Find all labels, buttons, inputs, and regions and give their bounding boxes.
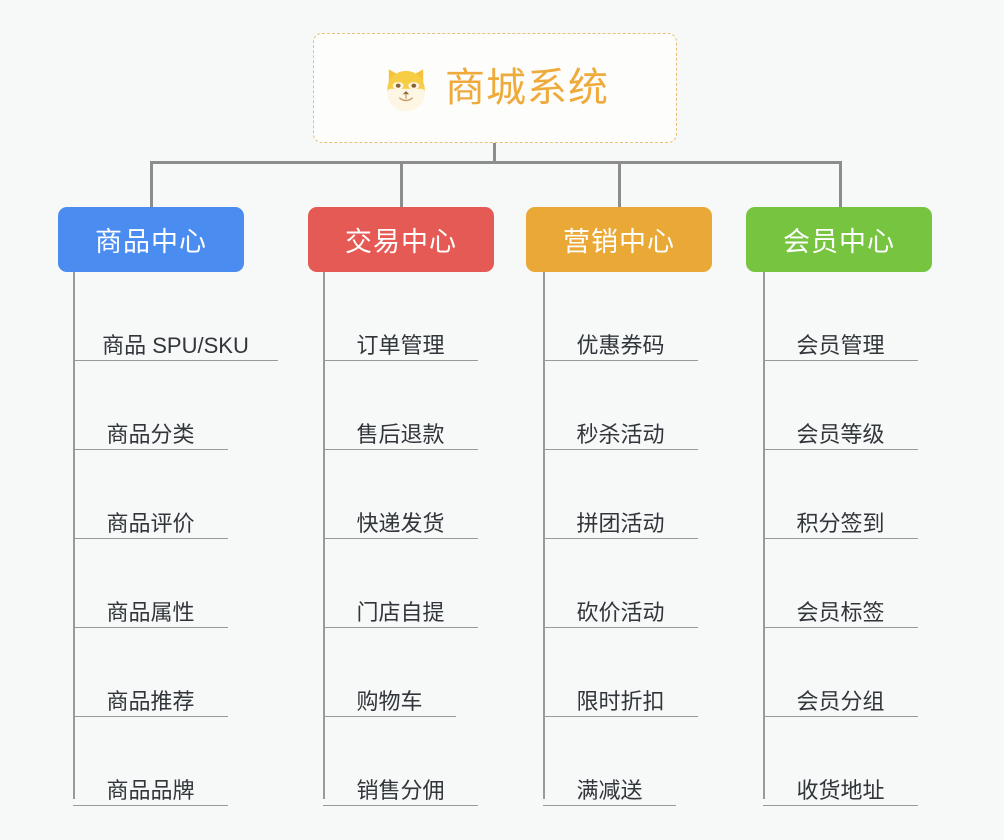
leaf-item-label: 满减送 [576, 777, 643, 803]
leaf-item[interactable]: 优惠券码 [543, 288, 698, 361]
leaf-item-label: 订单管理 [356, 332, 445, 358]
leaf-item[interactable]: 拼团活动 [543, 466, 698, 539]
category-header-product-center[interactable]: 商品中心 [58, 207, 244, 272]
shiba-dog-icon [381, 63, 431, 113]
leaf-spine [73, 272, 75, 799]
category-header-label: 交易中心 [345, 227, 457, 257]
leaf-item[interactable]: 会员等级 [763, 377, 918, 450]
root-title: 商城系统 [445, 66, 609, 110]
leaf-item[interactable]: 商品评价 [73, 466, 228, 539]
leaf-item[interactable]: 积分签到 [763, 466, 918, 539]
leaf-item-label: 购物车 [356, 688, 423, 714]
leaf-item[interactable]: 商品分类 [73, 377, 228, 450]
leaf-item[interactable]: 砍价活动 [543, 555, 698, 628]
leaf-item-label: 会员等级 [796, 421, 885, 447]
leaf-spine [763, 272, 765, 799]
leaf-item-label: 会员标签 [796, 599, 885, 625]
leaf-item[interactable]: 会员分组 [763, 644, 918, 717]
leaf-item[interactable]: 商品 SPU/SKU [73, 288, 278, 361]
leaf-item[interactable]: 收货地址 [763, 733, 918, 806]
leaf-item-label: 积分签到 [796, 510, 885, 536]
leaf-item-label: 优惠券码 [576, 332, 665, 358]
leaf-item[interactable]: 限时折扣 [543, 644, 698, 717]
leaf-item[interactable]: 商品品牌 [73, 733, 228, 806]
leaf-item-label: 砍价活动 [576, 599, 665, 625]
leaf-item[interactable]: 订单管理 [323, 288, 478, 361]
leaf-spine [323, 272, 325, 799]
leaf-item[interactable]: 满减送 [543, 733, 676, 806]
leaf-item-label: 拼团活动 [576, 510, 665, 536]
category-header-label: 会员中心 [783, 227, 895, 257]
leaf-item[interactable]: 售后退款 [323, 377, 478, 450]
leaf-item-label: 售后退款 [356, 421, 445, 447]
leaf-item[interactable]: 快递发货 [323, 466, 478, 539]
leaf-item-label: 商品 SPU/SKU [102, 332, 249, 358]
leaf-item[interactable]: 购物车 [323, 644, 456, 717]
leaf-item-label: 限时折扣 [576, 688, 665, 714]
connector-root-stem [493, 143, 496, 164]
category-header-trade-center[interactable]: 交易中心 [308, 207, 494, 272]
leaf-item-label: 门店自提 [356, 599, 445, 625]
leaf-item[interactable]: 门店自提 [323, 555, 478, 628]
leaf-item-label: 商品分类 [106, 421, 195, 447]
leaf-item-label: 快递发货 [356, 510, 445, 536]
connector-drop-product-center [150, 161, 153, 207]
leaf-item-label: 商品评价 [106, 510, 195, 536]
leaf-item-label: 会员分组 [796, 688, 885, 714]
category-header-marketing-center[interactable]: 营销中心 [526, 207, 712, 272]
leaf-item-label: 销售分佣 [356, 777, 445, 803]
category-header-label: 营销中心 [563, 227, 675, 257]
category-header-member-center[interactable]: 会员中心 [746, 207, 932, 272]
root-node-shop-system[interactable]: 商城系统 [313, 33, 677, 143]
leaf-item-label: 商品推荐 [106, 688, 195, 714]
leaf-item[interactable]: 会员标签 [763, 555, 918, 628]
leaf-item-label: 会员管理 [796, 332, 885, 358]
connector-drop-marketing-center [618, 161, 621, 207]
leaf-item-label: 秒杀活动 [576, 421, 665, 447]
root-node-content: 商城系统 [381, 63, 609, 113]
leaf-spine [543, 272, 545, 799]
connector-drop-trade-center [400, 161, 403, 207]
leaf-item-label: 收货地址 [796, 777, 885, 803]
leaf-item-label: 商品属性 [106, 599, 195, 625]
leaf-item[interactable]: 商品属性 [73, 555, 228, 628]
leaf-item-label: 商品品牌 [106, 777, 195, 803]
leaf-item[interactable]: 商品推荐 [73, 644, 228, 717]
category-header-label: 商品中心 [95, 227, 207, 257]
leaf-item[interactable]: 秒杀活动 [543, 377, 698, 450]
leaf-item[interactable]: 会员管理 [763, 288, 918, 361]
connector-horizontal-bus [150, 161, 842, 164]
connector-drop-member-center [839, 161, 842, 207]
leaf-item[interactable]: 销售分佣 [323, 733, 478, 806]
